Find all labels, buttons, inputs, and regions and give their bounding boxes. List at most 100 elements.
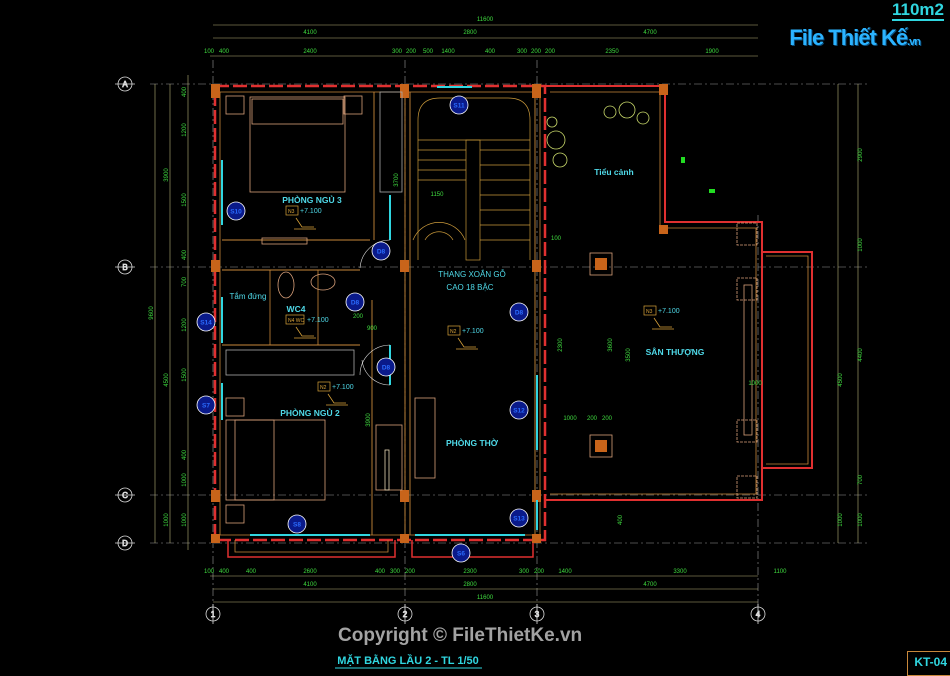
dim-top-detail: 300 — [392, 49, 403, 55]
tag-d8: D8 — [509, 302, 529, 322]
dim-left-detail: 400 — [182, 249, 188, 260]
elevation-value: +7.100 — [307, 317, 329, 324]
walls — [213, 84, 813, 558]
axis-bubble-C: C — [115, 487, 135, 503]
tag-label: S7 — [202, 403, 210, 410]
dim-left-bay: 4500 — [164, 373, 170, 387]
dim-interior: 200 — [602, 416, 613, 422]
tag-label: S12 — [513, 408, 525, 415]
axis-bubble-B: B — [115, 259, 135, 275]
dim-top-detail: 200 — [531, 49, 542, 55]
room-label-altar: PHÒNG THỜ — [446, 437, 499, 448]
dim-interior: 900 — [367, 326, 378, 332]
staircase — [412, 97, 531, 261]
axis-bubble-3: 3 — [529, 604, 545, 624]
dim-left-detail: 400 — [182, 86, 188, 97]
tag-s12: S12 — [509, 400, 529, 420]
dim-left-detail: 1000 — [182, 473, 188, 487]
dim-bottom-detail: 1400 — [558, 569, 572, 575]
tag-label: S6 — [457, 551, 465, 558]
elevation-code: N3 — [288, 209, 295, 215]
dim-interior: 200 — [587, 416, 598, 422]
axis-label: D — [122, 539, 128, 548]
elevation-value: +7.100 — [300, 208, 322, 215]
axis-label: 4 — [756, 610, 761, 619]
axis-label: A — [122, 80, 128, 89]
dim-top-detail: 300 — [517, 49, 528, 55]
axis-bubble-2: 2 — [397, 604, 413, 624]
elevation-code: N2 — [450, 329, 457, 335]
dim-interior: 400 — [618, 514, 624, 525]
dim-interior: 3600 — [608, 338, 614, 352]
elevation-value: +7.100 — [332, 384, 354, 391]
tag-s7: S7 — [196, 395, 216, 415]
dim-top-detail: 400 — [485, 49, 496, 55]
dim-top-detail: 400 — [219, 49, 230, 55]
dim-top-detail: 500 — [423, 49, 434, 55]
dim-interior: 2300 — [558, 338, 564, 352]
dim-bottom-detail: 400 — [246, 569, 257, 575]
railing — [589, 222, 758, 499]
dim-bottom-detail: 400 — [219, 569, 230, 575]
dim-interior: 1150 — [431, 192, 445, 198]
dim-left-bay: 3900 — [164, 168, 170, 182]
dim-interior: 100 — [551, 236, 562, 242]
green-markers — [681, 157, 715, 193]
dim-right-bay: 1000 — [838, 513, 844, 527]
dim-top-bay: 4700 — [643, 30, 657, 36]
windows — [221, 86, 538, 536]
tag-s6: S6 — [451, 543, 471, 563]
dim-right-detail: 700 — [858, 474, 864, 485]
elevation-marker: N3+7.100 — [643, 305, 680, 330]
tag-s11: S11 — [449, 95, 469, 115]
dim-top-detail: 200 — [545, 49, 556, 55]
furniture — [225, 91, 436, 524]
elevation-value: +7.100 — [462, 328, 484, 335]
room-label-wc4: WC4 — [287, 304, 306, 314]
dimension-lines — [154, 24, 859, 603]
dim-top-detail: 200 — [406, 49, 417, 55]
dim-left-total: 9600 — [149, 306, 155, 320]
dim-top-detail: 2350 — [605, 49, 619, 55]
garden-plants-icon — [546, 101, 650, 168]
elevation-marker: N2 +7.100 — [447, 325, 484, 350]
dim-interior: 1000 — [748, 381, 762, 387]
dim-left-detail: 1500 — [182, 368, 188, 382]
tag-d8: D8 — [345, 292, 365, 312]
dim-right-bay: 4500 — [838, 373, 844, 387]
axis-bubble-1: 1 — [205, 604, 221, 624]
dim-bottom-total: 11600 — [477, 595, 494, 601]
dim-bottom-bay: 4700 — [643, 582, 657, 588]
tag-label: D8 — [515, 310, 524, 317]
dim-left-detail: 1200 — [182, 318, 188, 332]
tag-s10: S10 — [226, 201, 246, 221]
dim-interior: 1000 — [563, 416, 577, 422]
elevation-marker: N2+7.100 — [317, 381, 354, 406]
dim-interior: 3900 — [366, 413, 372, 427]
tag-s8: S8 — [287, 514, 307, 534]
dim-left-detail: 1500 — [182, 193, 188, 207]
dim-top-detail: 1900 — [705, 49, 719, 55]
dim-bottom-detail: 300 — [390, 569, 401, 575]
room-label-shower: Tắm đứng — [230, 292, 267, 301]
axis-bubbles: A B C D 1 2 3 4 — [115, 76, 766, 624]
tag-label: S8 — [293, 522, 301, 529]
tag-label: S11 — [453, 103, 465, 110]
elevation-marker: N4 WC+7.100 — [285, 314, 329, 339]
watermark: Copyright © FileThietKe.vn — [338, 625, 583, 646]
dim-interior: 3500 — [626, 348, 632, 362]
columns — [211, 84, 668, 543]
tag-label: D8 — [382, 365, 391, 372]
dim-top-bay: 4100 — [303, 30, 317, 36]
dim-left-bay: 1000 — [164, 513, 170, 527]
logo: File Thiết Kế.vn — [789, 25, 921, 51]
dim-interior: 200 — [353, 314, 364, 320]
dim-bottom-detail: 200 — [534, 569, 545, 575]
dim-top-bay: 2800 — [463, 30, 477, 36]
axis-bubble-D: D — [115, 535, 135, 551]
dim-bottom-detail: 1100 — [774, 569, 788, 575]
logo-suffix: .vn — [907, 36, 921, 48]
dim-top-detail: 2400 — [303, 49, 317, 55]
dim-bottom-bay: 2800 — [463, 582, 477, 588]
